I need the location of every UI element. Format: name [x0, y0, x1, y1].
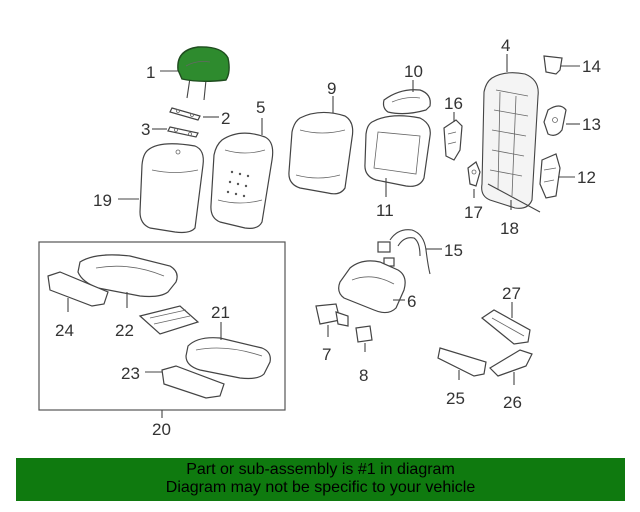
- callout-27: 27: [502, 284, 521, 303]
- part-12-side-trim[interactable]: [539, 153, 561, 199]
- part-26-side-trim[interactable]: [489, 349, 533, 377]
- callout-4: 4: [501, 36, 510, 55]
- callout-22: 22: [115, 321, 134, 340]
- callout-16: 16: [444, 94, 463, 113]
- seat-parts-diagram: 1 2 3 19 5 9: [38, 36, 601, 439]
- callout-9: 9: [327, 79, 336, 98]
- callout-25: 25: [446, 389, 465, 408]
- part-11-back-cushion[interactable]: [364, 115, 431, 187]
- callout-10: 10: [404, 62, 423, 81]
- part-19-rear-panel[interactable]: [139, 143, 204, 234]
- callout-18: 18: [500, 219, 519, 238]
- callout-1: 1: [146, 63, 155, 82]
- part-13-lever[interactable]: [543, 105, 567, 136]
- callout-20: 20: [152, 420, 171, 439]
- callout-13: 13: [582, 115, 601, 134]
- part-16-bracket[interactable]: [443, 119, 463, 161]
- part-15-wire-harness[interactable]: [377, 229, 431, 275]
- callout-24: 24: [55, 321, 74, 340]
- callout-15: 15: [444, 241, 463, 260]
- part-4-seat-back-frame[interactable]: [481, 72, 539, 209]
- part-21-seat-cushion[interactable]: [185, 337, 271, 380]
- callout-26: 26: [503, 393, 522, 412]
- callout-19: 19: [93, 191, 112, 210]
- banner-line-1: Part or sub-assembly is #1 in diagram: [186, 461, 455, 478]
- part-9-back-pad[interactable]: [288, 111, 354, 195]
- part-5-back-cover[interactable]: [210, 132, 274, 229]
- callout-8: 8: [359, 366, 368, 385]
- callout-12: 12: [577, 168, 596, 187]
- part-10-upper-pad[interactable]: [382, 89, 431, 115]
- part-3-guide[interactable]: [167, 126, 199, 138]
- callout-5: 5: [256, 98, 265, 117]
- part-1-headrest[interactable]: [177, 46, 230, 101]
- callout-14: 14: [582, 57, 601, 76]
- callout-21: 21: [211, 303, 230, 322]
- part-25-side-trim[interactable]: [437, 347, 487, 377]
- callout-6: 6: [407, 292, 416, 311]
- callout-11: 11: [376, 201, 394, 220]
- callout-23: 23: [121, 364, 140, 383]
- part-2-guide[interactable]: [169, 107, 201, 121]
- part-18-rod[interactable]: [487, 183, 541, 213]
- callout-17: 17: [464, 203, 483, 222]
- part-24-front-bolster[interactable]: [47, 271, 109, 307]
- part-7-module[interactable]: [315, 303, 349, 327]
- part-8-connector[interactable]: [355, 325, 373, 343]
- part-6-pocket-panel[interactable]: [338, 260, 406, 314]
- part-17-clip[interactable]: [467, 161, 481, 187]
- info-banner: Part or sub-assembly is #1 in diagram Di…: [16, 458, 625, 501]
- callout-7: 7: [322, 345, 331, 364]
- callout-3: 3: [141, 120, 150, 139]
- seat-mat: [138, 305, 200, 335]
- banner-line-2: Diagram may not be specific to your vehi…: [165, 479, 476, 496]
- part-23-bolster[interactable]: [161, 365, 225, 399]
- callout-2: 2: [221, 109, 230, 128]
- part-14-cover[interactable]: [543, 55, 563, 75]
- part-27-trim-strip[interactable]: [480, 309, 531, 345]
